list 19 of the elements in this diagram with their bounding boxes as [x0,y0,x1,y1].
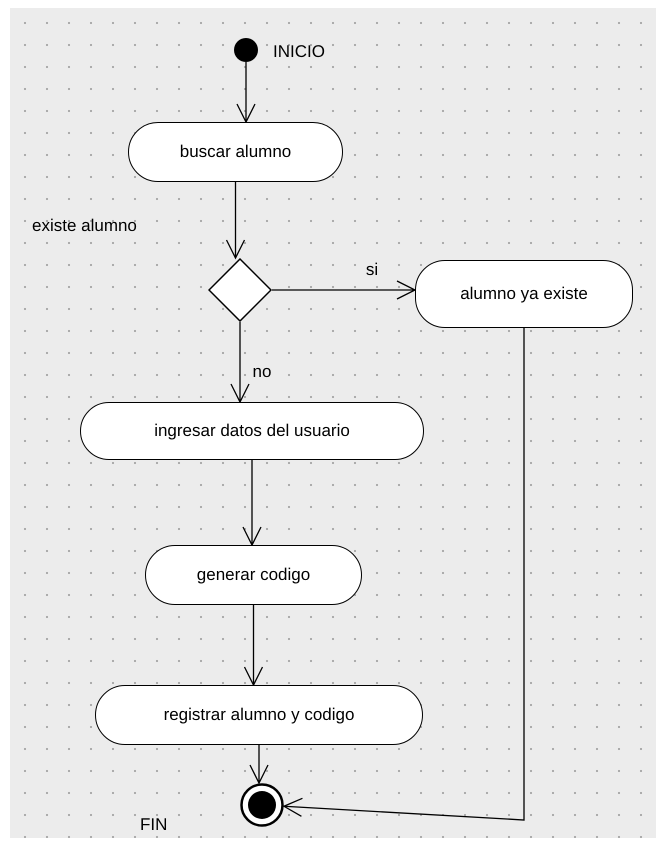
arrow [249,745,269,784]
diagram-label: FIN [140,815,168,835]
action-box: buscar alumno [128,122,343,182]
action-box: alumno ya existe [415,260,633,328]
initial-node [234,38,258,62]
node-caption: INICIO [273,42,325,62]
action-box: registrar alumno y codigo [95,685,423,745]
arrow [283,328,525,821]
arrow [226,182,246,259]
decision-diamond [208,258,272,322]
arrow [230,322,250,403]
arrow [244,605,264,686]
final-node [240,783,284,827]
arrow [242,460,262,546]
action-box: generar codigo [145,545,362,605]
arrow [272,280,416,300]
diagram-label: existe alumno [32,216,137,236]
action-box: ingresar datos del usuario [80,402,424,460]
arrow [236,62,256,123]
